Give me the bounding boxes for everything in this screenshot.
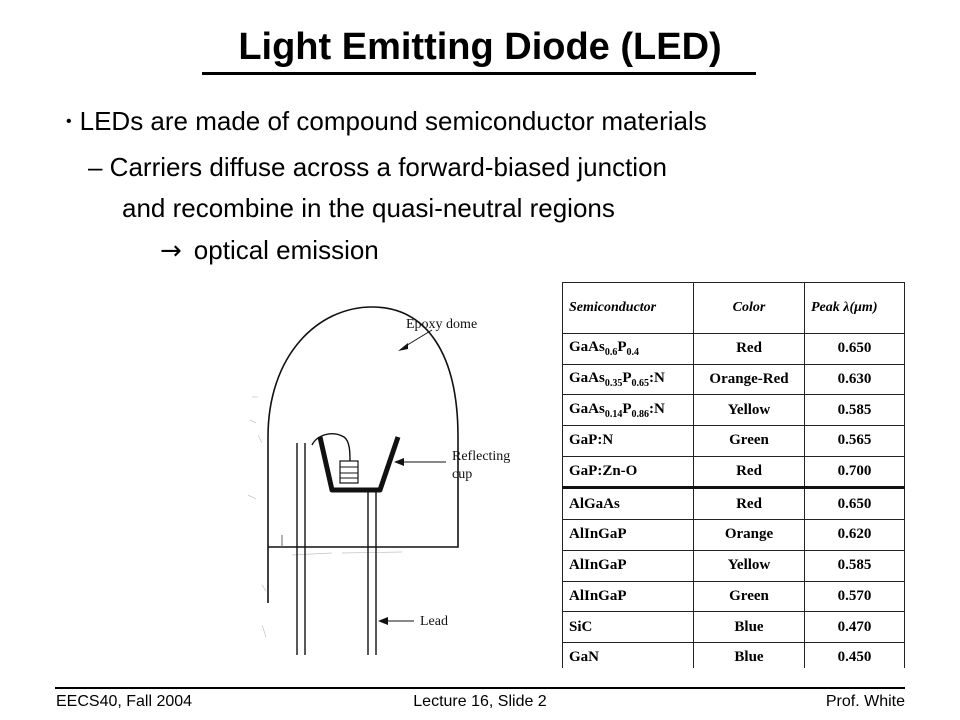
right-arrow-icon: → [160,236,182,266]
epoxy-dome [267,306,459,603]
label-lead: Lead [420,614,448,629]
sub-bullet-line-2: and recombine in the quasi-neutral regio… [122,193,615,223]
material-cell: GaAs0.14P0.86:N [562,394,694,427]
reflecting-cup [317,436,401,493]
footer-slide-number: Lecture 16, Slide 2 [413,693,547,710]
peak-cell: 0.570 [804,580,905,613]
footer-course: EECS40, Fall 2004 [56,693,193,710]
bullet-item: • LEDs are made of compound semiconductor… [66,106,707,137]
color-cell: Orange [693,519,805,551]
peak-cell: 0.650 [804,486,905,521]
table-row: GaP:Zn-O Red 0.700 [562,455,905,489]
title-underline [202,72,756,75]
table-row: GaAs0.14P0.86:N Yellow 0.585 [562,394,905,427]
footer-rule [55,687,905,689]
peak-cell: 0.470 [804,611,905,643]
table-row: GaAs0.6P0.4 Red 0.650 [562,333,905,365]
table-row: GaN Blue 0.450 [562,641,905,668]
material-cell: AlInGaP [562,519,694,551]
led-chip [339,460,359,484]
footer-author: Prof. White [825,693,905,710]
table-row: GaAs0.35P0.65:N Orange-Red 0.630 [562,363,905,396]
emission-line: → optical emission [160,235,379,266]
material-cell: GaAs0.6P0.4 [562,333,694,365]
color-cell: Yellow [693,394,805,427]
peak-cell: 0.565 [804,425,905,457]
material-cell: GaN [562,641,694,668]
material-cell: GaP:Zn-O [562,455,694,489]
material-cell: GaP:N [562,425,694,457]
table-row: AlInGaP Orange 0.620 [562,519,905,551]
sub-bullet-line-1: – Carriers diffuse across a forward-bias… [88,152,668,182]
bullet-text: LEDs are made of compound semiconductor … [79,106,707,136]
table-row: AlInGaP Yellow 0.585 [562,549,905,582]
color-cell: Red [693,455,805,489]
table-header-row: Semiconductor Color Peak λ(μm) [562,282,905,334]
material-cell: AlGaAs [562,486,694,521]
table-row: GaP:N Green 0.565 [562,425,905,457]
material-cell: GaAs0.35P0.65:N [562,363,694,396]
peak-cell: 0.585 [804,549,905,582]
emission-text: optical emission [193,235,379,265]
slide-title: Light Emitting Diode (LED) [238,26,722,68]
color-cell: Yellow [693,549,805,582]
material-cell: AlInGaP [562,580,694,613]
color-cell: Red [693,486,805,521]
label-epoxy-dome: Epoxy dome [406,317,477,332]
color-cell: Green [693,425,805,457]
color-cell: Red [693,333,805,365]
header-semiconductor: Semiconductor [562,282,694,334]
label-cup: cup [452,467,472,482]
bond-wire [311,433,351,462]
header-peak: Peak λ(μm) [804,282,905,334]
bullet-dot-icon: • [66,113,72,130]
table-row: AlInGaP Green 0.570 [562,580,905,613]
peak-cell: 0.650 [804,333,905,365]
label-reflecting: Reflecting [452,449,510,464]
material-cell: AlInGaP [562,549,694,582]
led-material-table: Semiconductor Color Peak λ(μm) GaAs0.6P0… [562,282,905,668]
peak-cell: 0.630 [804,363,905,396]
led-diagram: Epoxy dome Reflecting cup Lead [247,306,510,655]
color-cell: Blue [693,641,805,668]
peak-cell: 0.585 [804,394,905,427]
peak-cell: 0.450 [804,641,905,668]
header-color: Color [693,282,805,334]
color-cell: Green [693,580,805,613]
peak-cell: 0.700 [804,455,905,489]
table-row: SiC Blue 0.470 [562,611,905,643]
color-cell: Blue [693,611,805,643]
peak-cell: 0.620 [804,519,905,551]
table-row: AlGaAs Red 0.650 [562,486,905,521]
material-cell: SiC [562,611,694,643]
color-cell: Orange-Red [693,363,805,396]
